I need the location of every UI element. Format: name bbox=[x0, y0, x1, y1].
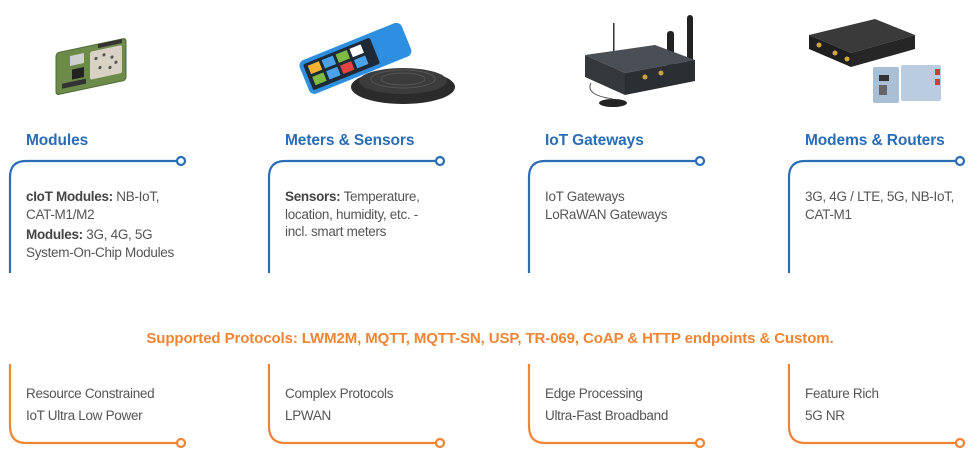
modems-and-routers-image bbox=[795, 5, 980, 110]
description-line: incl. smart meters bbox=[285, 224, 387, 239]
category-description: Sensors: Temperature, location, humidity… bbox=[285, 188, 485, 241]
connector-node-icon bbox=[694, 437, 706, 449]
blue-connector-line bbox=[525, 155, 706, 273]
description-line: System-On-Chip Modules bbox=[26, 244, 174, 260]
feature-line: Complex Protocols bbox=[285, 386, 394, 401]
description-line: Modules: 3G, 4G, 5G bbox=[26, 227, 153, 242]
blue-connector-line bbox=[785, 155, 966, 273]
supported-protocols-banner: Supported Protocols: LWM2M, MQTT, MQTT-S… bbox=[146, 330, 834, 347]
category-title: Meters & Sensors bbox=[285, 132, 415, 149]
orange-connector-line bbox=[525, 364, 706, 454]
connector-node-icon bbox=[954, 437, 966, 449]
category-description: cIoT Modules: NB-IoT, CAT-M1/M2 Modules:… bbox=[26, 188, 226, 261]
feature-line: IoT Ultra Low Power bbox=[26, 408, 143, 423]
connector-node-icon bbox=[694, 155, 706, 167]
category-title: Modems & Routers bbox=[805, 132, 945, 149]
description-line: LoRaWAN Gateways bbox=[545, 206, 668, 222]
category-description: IoT Gateways LoRaWAN Gateways bbox=[545, 188, 745, 223]
feature-description: Resource Constrained IoT Ultra Low Power bbox=[26, 383, 226, 427]
payment-terminal-and-sensor-image bbox=[283, 5, 483, 110]
gateway-with-antennas-image bbox=[545, 5, 745, 110]
connector-node-icon bbox=[434, 155, 446, 167]
feature-line: Resource Constrained bbox=[26, 386, 155, 401]
feature-line: 5G NR bbox=[805, 408, 845, 423]
category-description: 3G, 4G / LTE, 5G, NB-IoT, CAT-M1 bbox=[805, 188, 980, 223]
connector-node-icon bbox=[175, 155, 187, 167]
feature-line: Ultra-Fast Broadband bbox=[545, 408, 669, 423]
iot-module-board-image bbox=[26, 5, 226, 110]
category-title: Modules bbox=[26, 132, 89, 149]
connector-node-icon bbox=[434, 437, 446, 449]
description-line: CAT-M1 bbox=[805, 206, 852, 222]
description-line: cIoT Modules: NB-IoT, bbox=[26, 189, 160, 204]
feature-line: Edge Processing bbox=[545, 386, 643, 401]
description-line: IoT Gateways bbox=[545, 189, 625, 204]
feature-description: Complex Protocols LPWAN bbox=[285, 383, 485, 427]
blue-connector-line bbox=[265, 155, 446, 273]
description-line: CAT-M1/M2 bbox=[26, 206, 95, 222]
blue-connector-line bbox=[6, 155, 187, 273]
feature-description: Feature Rich 5G NR bbox=[805, 383, 980, 427]
connector-node-icon bbox=[175, 437, 187, 449]
orange-connector-line bbox=[785, 364, 966, 454]
description-line: 3G, 4G / LTE, 5G, NB-IoT, bbox=[805, 189, 955, 204]
orange-connector-line bbox=[265, 364, 446, 454]
connector-node-icon bbox=[954, 155, 966, 167]
feature-description: Edge Processing Ultra-Fast Broadband bbox=[545, 383, 745, 427]
feature-line: LPWAN bbox=[285, 408, 332, 423]
description-line: location, humidity, etc. - bbox=[285, 206, 419, 222]
orange-connector-line bbox=[6, 364, 187, 454]
feature-line: Feature Rich bbox=[805, 386, 879, 401]
description-line: Sensors: Temperature, bbox=[285, 189, 420, 204]
category-title: IoT Gateways bbox=[545, 132, 644, 149]
